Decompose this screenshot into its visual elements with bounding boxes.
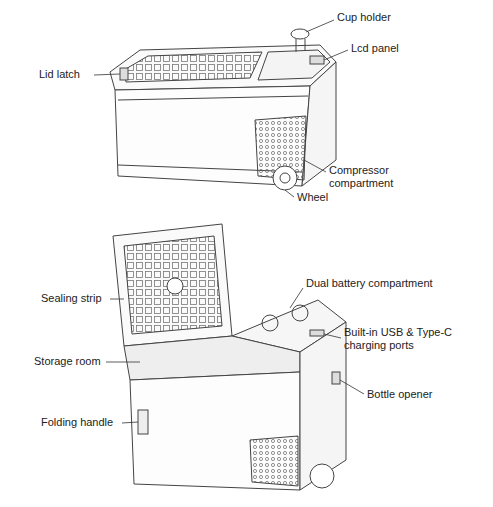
part-label: Sealing strip xyxy=(41,292,102,305)
wheel xyxy=(310,464,334,488)
part-label: Lid latch xyxy=(39,68,80,81)
lid-grid xyxy=(124,236,222,334)
part-label: Folding handle xyxy=(41,416,113,429)
side-face xyxy=(300,322,346,490)
front-face xyxy=(130,372,300,490)
part-label: Bottle opener xyxy=(367,388,432,401)
open-cooler xyxy=(113,224,346,490)
closed-cooler xyxy=(110,29,336,190)
part-label: Storage room xyxy=(34,355,101,368)
control-panel xyxy=(258,50,330,80)
bottle-opener xyxy=(332,372,340,384)
part-label: Dual battery compartment xyxy=(306,277,433,290)
folding-handle xyxy=(138,410,148,434)
part-label: Cup holder xyxy=(337,11,391,24)
open-lid xyxy=(113,224,232,346)
lid-top xyxy=(110,45,336,90)
part-label: Lcd panel xyxy=(351,42,399,55)
wheel xyxy=(273,166,297,190)
cup-holder xyxy=(291,29,309,39)
compressor-grille xyxy=(250,436,298,486)
lid-grid xyxy=(124,52,262,82)
lid-latch xyxy=(120,68,128,80)
leader-lines xyxy=(94,20,364,423)
part-label: Built-in USB & Type-C charging ports xyxy=(344,326,482,352)
part-label: Wheel xyxy=(297,191,328,204)
usb-ports xyxy=(310,330,324,336)
part-label: Compressor compartment xyxy=(329,164,417,190)
lcd-panel xyxy=(310,56,324,64)
